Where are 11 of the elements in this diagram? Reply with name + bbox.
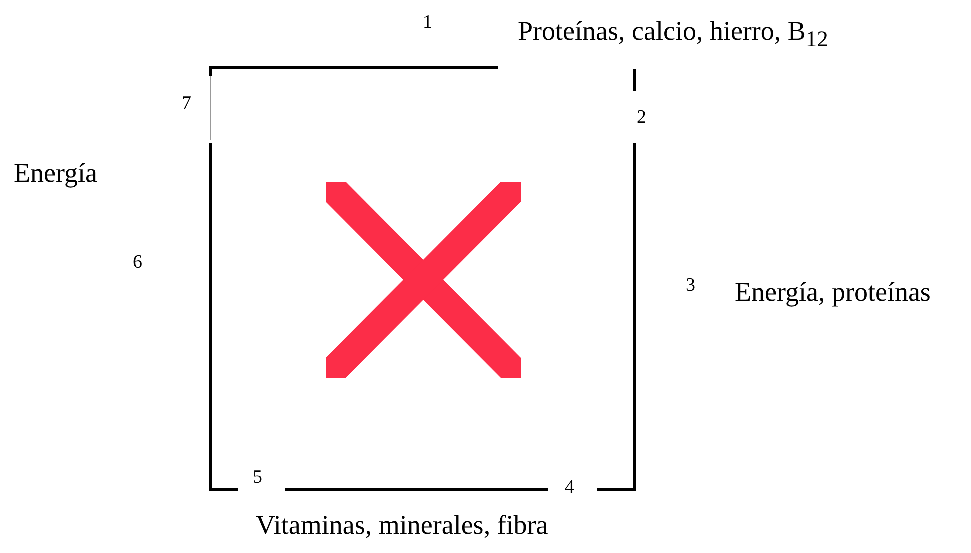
- callout-number: 5: [253, 468, 262, 487]
- nutrient-label: Energía, proteínas: [735, 279, 931, 306]
- callout-number: 6: [133, 253, 142, 272]
- callout-number: 4: [565, 478, 574, 497]
- nutrient-label: Vitaminas, minerales, fibra: [256, 512, 548, 539]
- nutrient-label: Proteínas, calcio, hierro, B$_{12}$: [518, 18, 828, 51]
- callout-number: 2: [637, 108, 646, 127]
- callout-number: 1: [423, 13, 432, 32]
- callout-number: 3: [686, 276, 696, 295]
- callout-number: 7: [182, 94, 192, 113]
- nutrient-label: Energía: [14, 160, 98, 187]
